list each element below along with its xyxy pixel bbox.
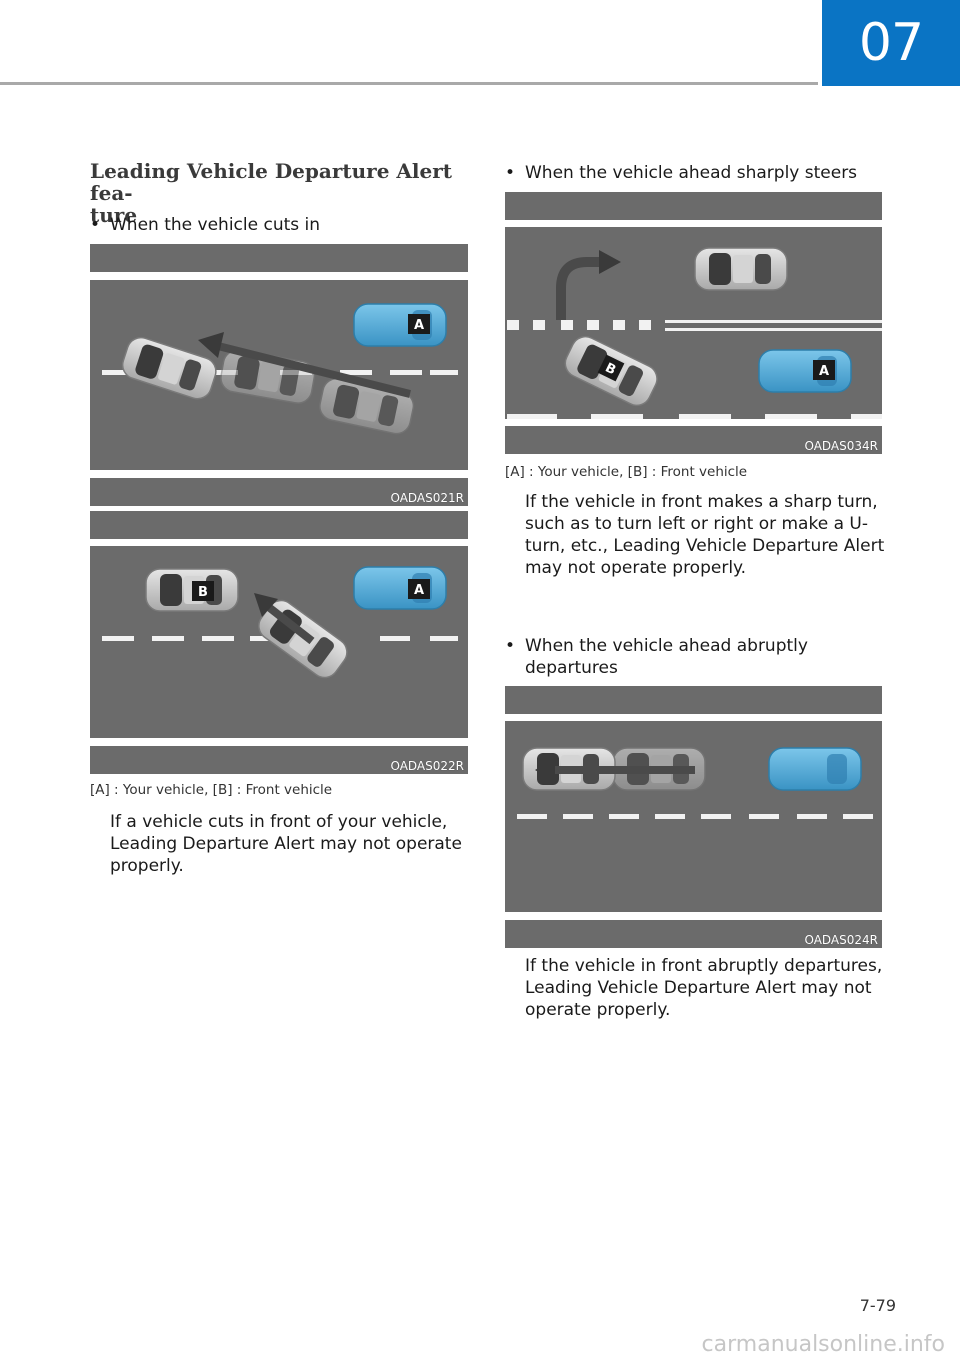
bullet-cuts-in-text: When the vehicle cuts in xyxy=(110,215,321,235)
chapter-tab: 07 xyxy=(822,0,960,86)
badge-a xyxy=(408,314,430,334)
header-rule xyxy=(0,82,818,85)
road-strip-top xyxy=(505,192,882,220)
lane-markings xyxy=(517,814,873,819)
figure-code: OADAS024R xyxy=(804,933,878,947)
section-heading: Leading Vehicle Departure Alert fea- tur… xyxy=(90,159,452,227)
figure-sharp-steer: B A OADAS034R xyxy=(505,192,882,454)
figure-code: OADAS034R xyxy=(804,439,878,453)
figure-cut-in-2: B A OADAS022R xyxy=(90,511,468,774)
badge-a xyxy=(813,360,835,380)
road-strip-bottom xyxy=(505,920,882,948)
oncoming-vehicle xyxy=(694,247,788,291)
badge-a xyxy=(408,579,430,599)
your-vehicle xyxy=(353,303,447,347)
figure-code: OADAS021R xyxy=(390,491,464,505)
figure-abrupt-departure: OADAS024R xyxy=(505,686,882,948)
badge-b xyxy=(192,581,214,601)
bullet-sharply-steers: • When the vehicle ahead sharply steers xyxy=(505,163,858,183)
badge-b xyxy=(597,354,625,382)
road-strip-bottom xyxy=(505,426,882,454)
stop-line xyxy=(507,320,882,331)
bullet-sharply-steers-text: When the vehicle ahead sharply steers xyxy=(525,163,858,183)
your-vehicle xyxy=(353,566,447,610)
turn-arrow-head xyxy=(599,250,621,274)
your-vehicle xyxy=(768,747,862,791)
cut-in-arrow-head xyxy=(198,332,224,358)
road-strip-top xyxy=(90,244,468,272)
badge-b-letter: B xyxy=(198,585,208,600)
figure-code: OADAS022R xyxy=(390,759,464,773)
turn-arrow xyxy=(556,257,601,320)
badge-a-letter: A xyxy=(414,318,424,333)
body-sharp-steer: If the vehicle in front makes a sharp tu… xyxy=(525,492,885,578)
departure-arrow-head xyxy=(535,758,555,782)
cut-in-arrow xyxy=(263,601,315,645)
page-number: 7-79 xyxy=(859,1296,896,1315)
caption-left: [A] : Your vehicle, [B] : Front vehicle xyxy=(90,782,333,798)
road-strip-bottom xyxy=(90,746,468,774)
watermark: carmanualsonline.info xyxy=(701,1332,945,1357)
cut-in-arrow-head xyxy=(254,593,278,617)
caption-right: [A] : Your vehicle, [B] : Front vehicle xyxy=(505,464,748,480)
cut-in-arrow xyxy=(217,342,411,398)
your-vehicle xyxy=(758,349,852,393)
body-abrupt-departure: If the vehicle in front abruptly departu… xyxy=(525,956,883,1020)
road-strip-top xyxy=(90,511,468,539)
figure-cut-in-1: A OADAS021R xyxy=(90,244,468,506)
road-strip-bottom xyxy=(90,478,468,506)
bullet-abruptly-departures-text: When the vehicle ahead abruptly departur… xyxy=(525,636,808,678)
bullet-abruptly-departures: • When the vehicle ahead abruptly depart… xyxy=(505,635,885,679)
road-strip-top xyxy=(505,686,882,714)
bullet-cuts-in: • When the vehicle cuts in xyxy=(90,215,321,235)
lane-markings xyxy=(507,414,882,419)
badge-a-letter: A xyxy=(414,583,424,598)
body-cuts-in: If a vehicle cuts in front of your vehic… xyxy=(110,812,462,876)
badge-a-letter: A xyxy=(819,364,829,379)
